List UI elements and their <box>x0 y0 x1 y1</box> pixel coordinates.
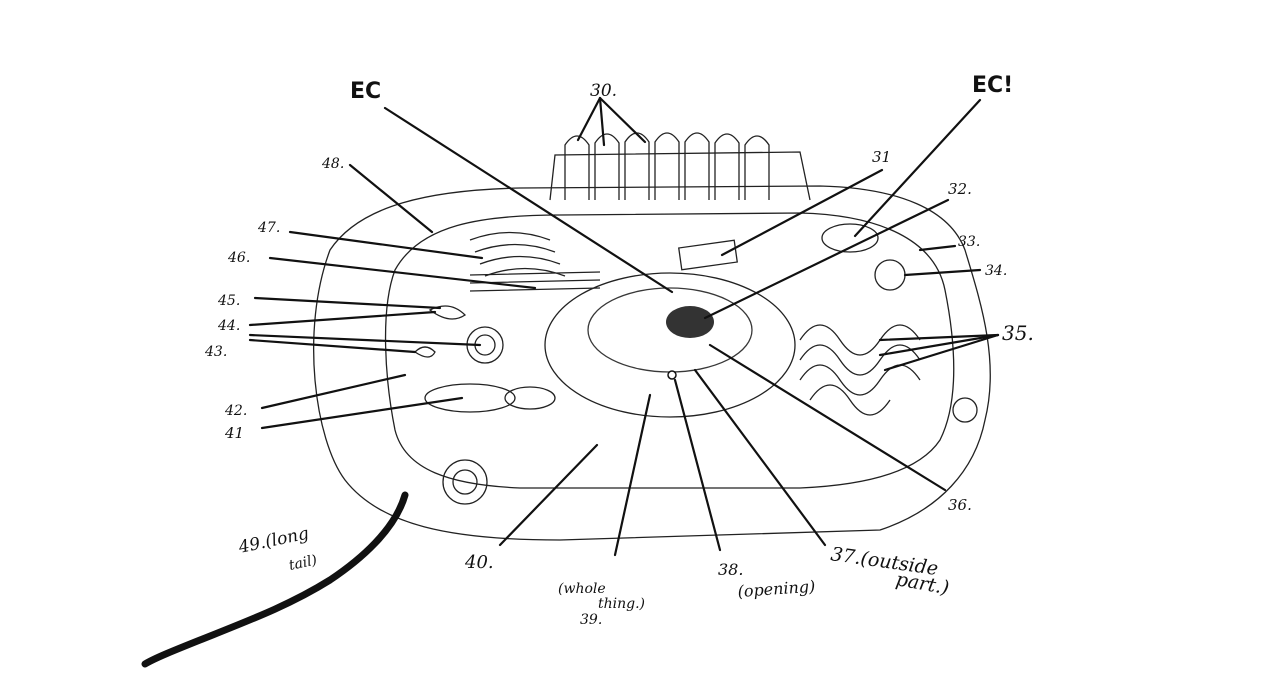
label-47: 47. <box>257 220 280 236</box>
label-41: 41 <box>224 424 244 442</box>
label-36: 36. <box>948 496 972 514</box>
label-ec-left: EC <box>350 79 381 104</box>
label-39c: 39. <box>580 612 602 628</box>
label-42: 42. <box>224 403 247 419</box>
tail <box>141 491 409 668</box>
label-38a: 38. <box>718 560 743 579</box>
leader-lines <box>248 96 1000 557</box>
label-32: 32. <box>948 180 972 198</box>
microvilli <box>549 132 811 201</box>
label-35: 35. <box>1002 321 1034 345</box>
nucleus <box>544 272 796 418</box>
label-31: 31 <box>872 148 891 166</box>
label-43: 43. <box>204 344 227 360</box>
label-39b: thing.) <box>598 596 645 612</box>
label-39a: (whole <box>558 581 606 597</box>
label-49a: 49.(long <box>236 524 311 559</box>
label-ec-right: EC! <box>972 73 1013 98</box>
label-48: 48. <box>321 156 344 172</box>
label-37b: part.) <box>894 568 951 599</box>
label-34: 34. <box>985 263 1007 279</box>
label-38b: (opening) <box>737 577 816 601</box>
cell-membrane <box>313 185 991 541</box>
label-40: 40. <box>464 552 494 573</box>
label-45: 45. <box>217 293 240 309</box>
label-49b: tail) <box>288 552 319 574</box>
cytoplasm-boundary <box>384 212 955 489</box>
label-44: 44. <box>217 318 240 334</box>
label-33: 33. <box>958 234 980 250</box>
label-30: 30. <box>590 81 617 101</box>
label-46: 46. <box>227 250 250 266</box>
